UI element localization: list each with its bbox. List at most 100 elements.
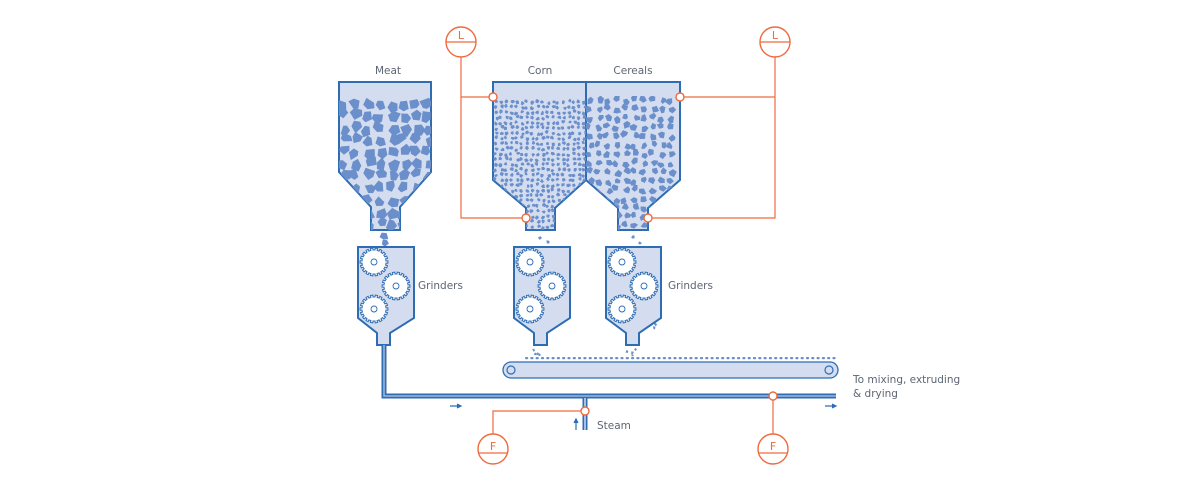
- particle: [577, 199, 581, 203]
- particle: [503, 135, 508, 140]
- particle: [633, 131, 641, 139]
- particle: [545, 162, 549, 166]
- particle: [535, 142, 540, 146]
- product-piece: [768, 357, 772, 360]
- particle: [535, 193, 539, 198]
- particle: [577, 220, 581, 225]
- particle: [388, 111, 401, 123]
- particle: [373, 180, 384, 192]
- particle: [494, 223, 498, 228]
- particle: [667, 115, 674, 124]
- particle: [499, 100, 504, 105]
- particle: [547, 208, 551, 213]
- particle: [513, 220, 518, 224]
- particle: [561, 137, 566, 142]
- particle: [349, 108, 363, 120]
- particle: [657, 176, 665, 184]
- product-piece: [540, 357, 545, 360]
- particle: [640, 176, 647, 183]
- particle: [348, 98, 360, 110]
- gear-hub-icon: [526, 305, 534, 313]
- particle: [500, 104, 504, 109]
- particle: [339, 160, 348, 171]
- particle: [603, 150, 610, 158]
- particle: [536, 104, 541, 109]
- particle: [577, 172, 582, 177]
- particle: [515, 125, 520, 130]
- particle: [542, 152, 546, 158]
- particle: [499, 189, 504, 194]
- particle: [601, 131, 609, 139]
- particle: [634, 347, 637, 351]
- particle: [531, 153, 536, 157]
- particle: [518, 142, 523, 146]
- particle: [514, 120, 519, 124]
- particle: [572, 225, 576, 230]
- particle: [659, 152, 667, 160]
- particle: [630, 197, 638, 204]
- particle: [387, 101, 398, 114]
- particle: [420, 145, 431, 156]
- particle: [545, 126, 550, 130]
- particle: [576, 137, 581, 141]
- particle: [563, 193, 567, 197]
- particle: [581, 122, 586, 126]
- particle: [552, 100, 557, 104]
- particle: [566, 142, 571, 147]
- particle: [555, 101, 559, 105]
- particle: [621, 203, 629, 210]
- particle: [624, 212, 632, 219]
- product-piece: [583, 357, 587, 360]
- product-piece: [821, 357, 825, 360]
- particle: [568, 173, 573, 178]
- flow-arrow-icon: [825, 403, 838, 409]
- particle: [535, 110, 539, 115]
- particle: [602, 122, 611, 129]
- level-indicator-label: L: [772, 29, 779, 42]
- particle: [536, 152, 540, 157]
- particle: [423, 125, 431, 136]
- particle: [494, 127, 499, 132]
- particle: [597, 106, 603, 114]
- grinder-gears: [359, 247, 659, 324]
- particle: [352, 131, 363, 144]
- level-indicator-left: L: [445, 26, 477, 58]
- particle: [504, 230, 507, 234]
- particle: [539, 132, 544, 137]
- particle: [550, 135, 555, 140]
- particle: [516, 152, 521, 155]
- particle: [551, 199, 556, 204]
- product-piece: [567, 357, 571, 360]
- particle: [582, 126, 586, 130]
- particle: [536, 172, 540, 176]
- particle: [503, 168, 508, 172]
- particle: [667, 161, 674, 168]
- particle: [631, 157, 638, 165]
- particle: [493, 152, 497, 156]
- product-piece: [774, 357, 778, 360]
- particle: [588, 188, 595, 195]
- product-piece: [779, 357, 783, 360]
- particle: [526, 120, 529, 125]
- particle: [547, 174, 552, 178]
- particle: [640, 206, 648, 213]
- particle: [639, 96, 647, 103]
- product-piece: [662, 357, 666, 360]
- conveyor-roller-icon: [824, 365, 834, 375]
- gear-icon: [515, 294, 545, 324]
- particle: [623, 98, 630, 106]
- particle: [576, 226, 581, 230]
- product-piece: [609, 357, 613, 360]
- particle: [605, 179, 612, 187]
- particle: [351, 158, 362, 172]
- particle: [625, 349, 629, 353]
- particle: [651, 140, 658, 148]
- particle: [504, 204, 508, 208]
- particle: [504, 110, 509, 114]
- particle: [376, 157, 386, 170]
- particle: [525, 145, 529, 151]
- particle: [421, 111, 431, 124]
- particle: [494, 229, 499, 230]
- particle: [561, 141, 566, 146]
- particle: [541, 135, 546, 141]
